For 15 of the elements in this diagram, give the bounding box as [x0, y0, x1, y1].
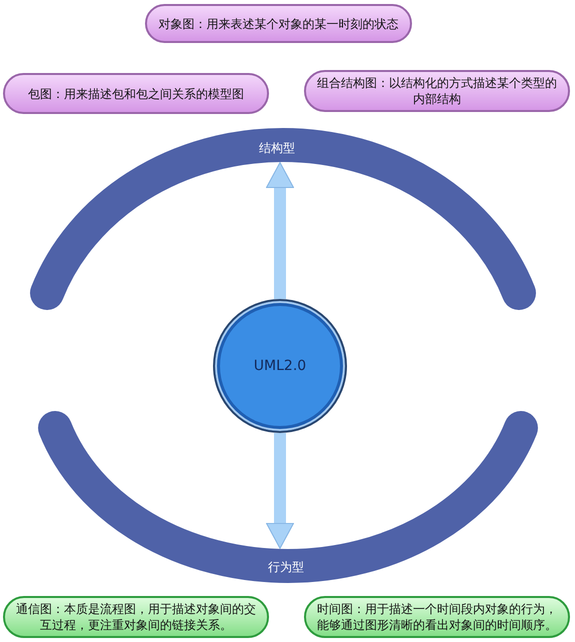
- description-bubble: [304, 596, 570, 638]
- circle-label: UML2.0: [254, 356, 306, 376]
- description-text: 时间图：用于描述一个时间段内对象的行为，能够通过图形清晰的看出对象间的时间顺序。: [316, 601, 558, 633]
- block-arrow: [266, 162, 294, 299]
- block-arrow: [266, 433, 294, 549]
- description-text: 包图：用来描述包和包之间关系的模型图: [28, 86, 244, 102]
- description-bubble: [3, 596, 269, 638]
- description-text: 通信图：本质是流程图，用于描述对象间的交互过程，更注重对象间的链接关系。: [15, 601, 257, 633]
- description-text: 对象图：用来表述某个对象的某一时刻的状态: [158, 16, 398, 32]
- description-bubble: [145, 4, 412, 43]
- description-text: 组合结构图：以结构化的方式描述某个类型的内部结构: [316, 75, 558, 107]
- description-bubble: [3, 73, 269, 114]
- category-label: 结构型: [259, 141, 295, 155]
- category-label: 行为型: [268, 560, 304, 574]
- description-bubble: [304, 70, 570, 112]
